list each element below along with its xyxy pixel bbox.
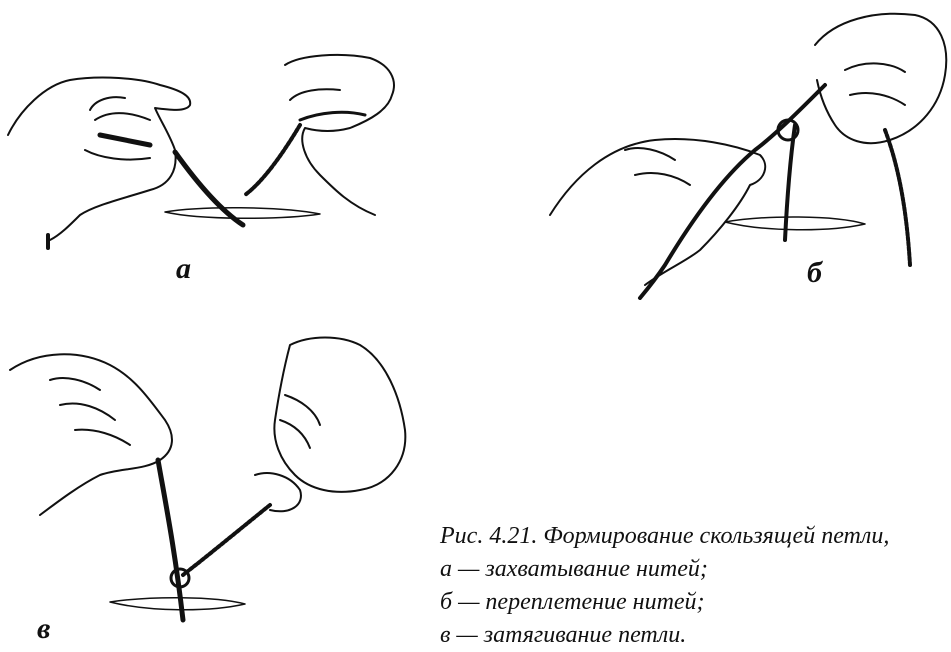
- dark-thread: [640, 85, 825, 298]
- panel-c-illustration: в: [0, 320, 420, 650]
- caption-line-a: а — захватывание нитей;: [440, 553, 945, 586]
- left-hand-icon: [550, 139, 765, 285]
- incision: [165, 208, 320, 219]
- right-hand-icon: [285, 55, 394, 215]
- caption-line-c: в — затягивание петли.: [440, 619, 945, 652]
- caption-line-b: б — переплетение нитей;: [440, 586, 945, 619]
- panel-a-letter: а: [176, 254, 191, 284]
- twisted-thread: [245, 125, 300, 195]
- dark-thread: [175, 152, 243, 225]
- right-hand-icon: [274, 338, 405, 492]
- figure-caption: Рис. 4.21. Формирование скользящей петли…: [440, 520, 945, 652]
- dark-thread: [158, 460, 183, 620]
- twisted-thread: [885, 130, 910, 265]
- incision: [725, 217, 865, 230]
- panel-b-illustration: б: [545, 0, 951, 300]
- incision: [110, 598, 245, 610]
- panel-b-letter: б: [807, 258, 822, 288]
- right-hand-icon: [815, 14, 946, 143]
- panel-c-letter: в: [37, 614, 50, 644]
- left-hand-icon: [10, 354, 172, 515]
- twisted-thread: [183, 505, 270, 575]
- caption-title: Рис. 4.21. Формирование скользящей петли…: [440, 520, 945, 553]
- panel-a-illustration: а: [0, 40, 400, 260]
